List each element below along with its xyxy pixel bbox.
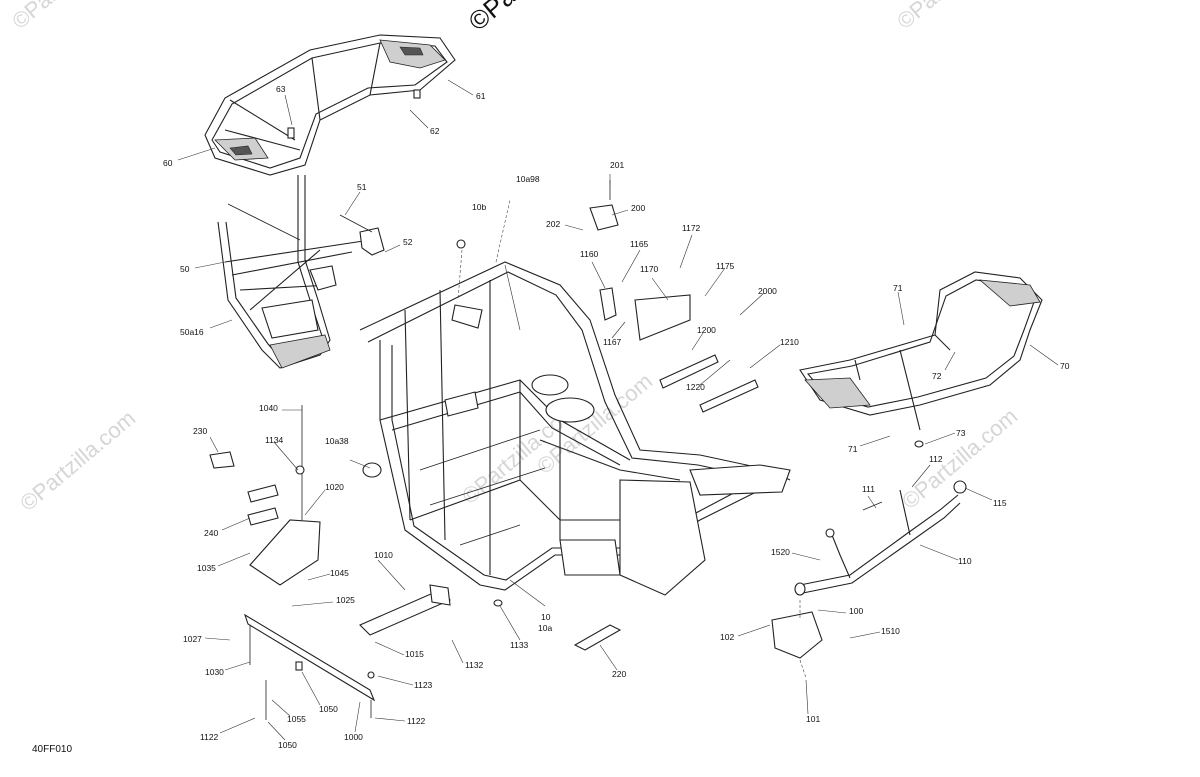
- callout-1030: 1030: [205, 667, 224, 677]
- callout-60: 60: [163, 158, 173, 168]
- callout-1122-left: 1122: [200, 732, 219, 742]
- callout-1220: 1220: [686, 382, 705, 392]
- callout-62: 62: [430, 126, 440, 136]
- callout-201: 201: [610, 160, 624, 170]
- callout-10a: 10a: [538, 623, 552, 633]
- brace-220: [573, 624, 622, 651]
- callout-50: 50: [180, 264, 190, 274]
- callout-1050-upper: 1050: [319, 704, 338, 714]
- callout-63: 63: [276, 84, 286, 94]
- front-upper-frame: [217, 175, 385, 369]
- callout-1015: 1015: [405, 649, 424, 659]
- crossbar-1000: [244, 613, 376, 720]
- callout-1510: 1510: [881, 626, 900, 636]
- callout-2000: 2000: [758, 286, 777, 296]
- callout-71-bottom: 71: [848, 444, 858, 454]
- callout-1055: 1055: [287, 714, 306, 724]
- callout-1020: 1020: [325, 482, 344, 492]
- callout-10: 10: [541, 612, 551, 622]
- leader-lines: [177, 79, 1059, 741]
- plates-240: [247, 484, 279, 526]
- callout-1210: 1210: [780, 337, 799, 347]
- watermark-top-right: ©Partzilla.com: [892, 0, 1017, 34]
- callout-61: 61: [476, 91, 486, 101]
- callout-111: 111: [862, 484, 875, 494]
- callout-1134: 1134: [265, 435, 284, 445]
- diagram-code: 40FF010: [32, 744, 72, 755]
- callout-202: 202: [546, 219, 560, 229]
- plate-230: [209, 451, 235, 469]
- callout-1175: 1175: [716, 261, 735, 271]
- callout-1045: 1045: [330, 568, 349, 578]
- callout-10b: 10b: [472, 202, 486, 212]
- rear-rack: [799, 271, 1043, 448]
- callout-73: 73: [956, 428, 966, 438]
- bracket-1160: [599, 287, 691, 341]
- callout-1165: 1165: [630, 239, 649, 249]
- callout-50a16: 50a16: [180, 327, 204, 337]
- watermark-top-fragment: ©Part: [463, 0, 534, 37]
- callout-1170: 1170: [640, 264, 659, 274]
- callout-1172: 1172: [682, 223, 701, 233]
- main-frame: [359, 199, 791, 607]
- watermark-top-left: ©Partzilla.com: [7, 0, 132, 34]
- callout-100: 100: [849, 606, 863, 616]
- rail-1200: [659, 354, 759, 413]
- callout-1132: 1132: [465, 660, 484, 670]
- callout-110: 110: [958, 556, 972, 566]
- callout-220: 220: [612, 669, 626, 679]
- callout-101: 101: [806, 714, 820, 724]
- callout-1000: 1000: [344, 732, 363, 742]
- callout-1167: 1167: [603, 337, 622, 347]
- callout-labels: 60 61 62 63 50 50a16 51 52 10b 10a98 10a…: [163, 84, 1070, 750]
- callout-240: 240: [204, 528, 218, 538]
- callout-112: 112: [929, 454, 943, 464]
- bracket-200: [589, 180, 619, 231]
- callout-102: 102: [720, 632, 734, 642]
- callout-52: 52: [403, 237, 413, 247]
- callout-1010: 1010: [374, 550, 393, 560]
- callout-200: 200: [631, 203, 645, 213]
- callout-1025: 1025: [336, 595, 355, 605]
- callout-51: 51: [357, 182, 367, 192]
- callout-1133: 1133: [510, 640, 529, 650]
- callout-1520: 1520: [771, 547, 790, 557]
- callout-1050-lower: 1050: [278, 740, 297, 750]
- callout-1123: 1123: [414, 680, 433, 690]
- callout-70: 70: [1060, 361, 1070, 371]
- callout-1035: 1035: [197, 563, 216, 573]
- callout-1122-right: 1122: [407, 716, 426, 726]
- rear-upper-rack: [204, 34, 456, 176]
- mount-1020: [249, 405, 321, 586]
- callout-1160: 1160: [580, 249, 599, 259]
- callout-230: 230: [193, 426, 207, 436]
- callout-1200: 1200: [697, 325, 716, 335]
- callout-10a98: 10a98: [516, 174, 540, 184]
- front-bumper: [771, 480, 967, 679]
- watermark-left: ©Partzilla.com: [15, 405, 140, 516]
- callout-115: 115: [993, 498, 1007, 508]
- callout-10a38: 10a38: [325, 436, 349, 446]
- callout-1040: 1040: [259, 403, 278, 413]
- arm-1010: [359, 584, 451, 636]
- callout-72: 72: [932, 371, 942, 381]
- callout-71-top: 71: [893, 283, 903, 293]
- callout-1027: 1027: [183, 634, 202, 644]
